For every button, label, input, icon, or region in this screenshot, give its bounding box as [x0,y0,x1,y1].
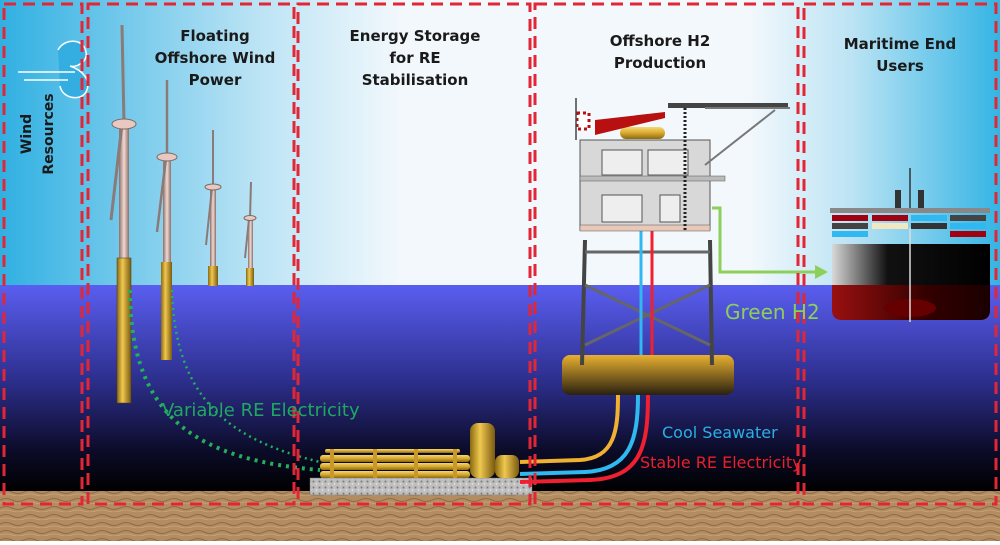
border-floating-wind [86,2,296,506]
title-line: Energy Storage [349,27,481,45]
h2-pipe [519,394,620,464]
border-energy-storage [296,2,532,506]
title-line: for RE [389,49,441,67]
energy-storage-unit [309,423,533,496]
title-line: Maritime End [843,35,957,53]
title-line: Stabilisation [361,71,469,89]
wind-turbine-1 [109,24,137,404]
wind-turbine-2 [155,80,178,360]
section-title-floating-wind: Floating Offshore Wind Power [140,25,290,91]
cool-seawater-pipe [519,394,640,476]
border-h2-production [533,2,800,506]
title-line: Floating [180,27,250,45]
flow-label-stable-re: Stable RE Electricity [640,453,802,472]
title-line: Offshore H2 [609,32,711,50]
wind-turbine-3 [204,130,222,286]
section-title-wind-resources: Wind Resources [19,93,57,175]
wind-turbine-4 [243,181,257,286]
title-line: Production [613,54,707,72]
seabed [0,491,1000,541]
green-h2-arrow [712,206,815,274]
stable-re-pipe [519,394,650,484]
section-title-h2-production: Offshore H2 Production [585,30,735,74]
border-wind-resources [2,2,84,506]
title-line: Users [876,57,924,75]
cargo-ship [830,168,990,322]
section-title-maritime-users: Maritime End Users [825,33,975,77]
flow-label-green-h2: Green H2 [725,300,820,324]
wind-icon [18,40,89,99]
green-h2-arrowhead [815,265,828,279]
title-line: Offshore Wind [154,49,276,67]
title-line: Power [188,71,242,89]
flow-label-variable-re: Variable RE Electricity [162,400,360,421]
border-maritime-users [802,2,998,506]
section-borders [2,2,998,506]
h2-production-platform [562,98,790,395]
flow-label-cool-seawater: Cool Seawater [662,423,778,442]
section-title-energy-storage: Energy Storage for RE Stabilisation [330,25,500,91]
